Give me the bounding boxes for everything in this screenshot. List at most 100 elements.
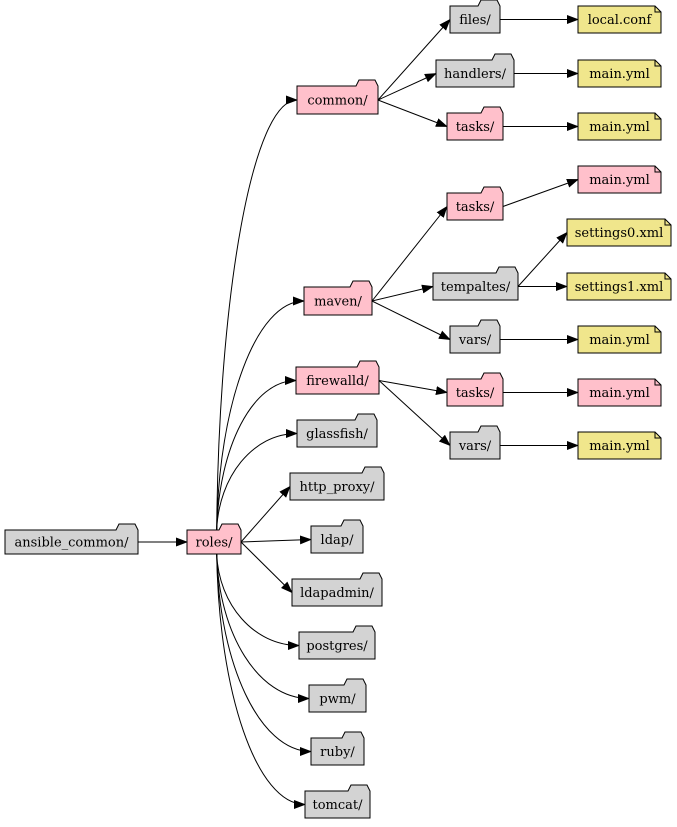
folder-icon [4,523,139,555]
node-label: tasks/ [456,200,495,215]
node-ldapadmin[interactable]: ldapadmin/ [291,572,383,607]
node-common[interactable]: common/ [296,79,379,115]
node-firewalld[interactable]: firewalld/ [295,360,380,395]
edge-common-to-common_files [377,18,451,101]
node-label: main.yml [589,386,650,401]
edges-layer [138,15,579,809]
edge-roles-to-glassfish [216,429,298,531]
node-label: roles/ [196,536,234,551]
edge-common-to-common_tasks [377,99,448,127]
node-firewalld-tasks-main[interactable]: main.yml [577,378,662,407]
edge-roles-to-firewalld [216,376,297,531]
edge-roles-to-pwm [216,553,310,703]
node-label: ldap/ [321,533,355,548]
node-label: firewalld/ [306,374,369,389]
folder-icon [296,413,378,448]
edge-common-to-common_handlers [377,73,437,101]
node-common-tasks-main[interactable]: main.yml [577,112,662,141]
edge-roles-to-tomcat [216,553,306,809]
file-fold-corner [654,113,661,120]
node-label: local.conf [588,13,653,28]
file-icon [577,325,662,354]
node-label: main.yml [589,120,650,135]
node-label: pwm/ [319,692,356,707]
file-icon [577,5,662,34]
folder-icon [296,79,379,115]
edge-roles-to-http_proxy [240,485,291,543]
folder-icon [432,266,519,301]
node-label: tempaltes/ [441,280,511,295]
node-postgres[interactable]: postgres/ [298,625,376,660]
folder-icon [449,425,501,460]
file-icon [577,378,662,407]
node-common-handlers[interactable]: handlers/ [435,53,515,88]
node-firewalld-tasks[interactable]: tasks/ [446,372,504,407]
node-label: vars/ [458,333,492,348]
node-maven-vars[interactable]: vars/ [449,319,501,354]
edge-roles-to-common [216,95,298,531]
node-http-proxy[interactable]: http_proxy/ [289,466,385,501]
edge-roles-to-ruby [216,553,312,756]
folder-icon [446,186,504,221]
file-fold-corner [654,6,661,13]
folder-icon [303,280,373,316]
node-label: main.yml [589,439,650,454]
node-label: main.yml [589,333,650,348]
node-firewalld-vars[interactable]: vars/ [449,425,501,460]
node-label: vars/ [458,439,492,454]
edge-roles-to-ldapadmin [240,541,293,594]
edge-roles-to-postgres [216,553,300,650]
folder-icon [308,678,367,713]
node-settings1[interactable]: settings1.xml [566,272,672,301]
node-common-tasks[interactable]: tasks/ [446,106,504,141]
node-roles[interactable]: roles/ [186,523,242,555]
file-fold-corner [664,219,671,226]
node-label: glassfish/ [306,427,368,442]
node-maven[interactable]: maven/ [303,280,373,316]
node-maven-tempaltes[interactable]: tempaltes/ [432,266,519,301]
node-label: http_proxy/ [299,480,375,495]
node-tomcat[interactable]: tomcat/ [304,784,371,819]
node-maven-tasks-main[interactable]: main.yml [577,165,662,194]
node-label: handlers/ [444,67,507,82]
node-common-handlers-main[interactable]: main.yml [577,59,662,88]
folder-icon [298,625,376,660]
node-settings0[interactable]: settings0.xml [566,218,672,247]
file-fold-corner [654,326,661,333]
edge-firewalld-to-firewalld_vars [378,380,451,447]
node-firewalld-vars-main[interactable]: main.yml [577,431,662,460]
folder-icon [186,523,242,555]
folder-icon [310,519,364,554]
edge-maven-to-maven_tempaltes [371,284,434,302]
node-label: main.yml [589,67,650,82]
node-label: ruby/ [320,745,355,760]
file-fold-corner [654,432,661,439]
node-ansible-common[interactable]: ansible_common/ [4,523,139,555]
node-label: ansible_common/ [15,536,130,551]
folder-icon [289,466,385,501]
node-label: settings1.xml [575,280,664,295]
edge-firewalld-to-firewalld_tasks [378,380,448,396]
folder-icon [291,572,383,607]
edge-roles-to-maven [216,296,305,531]
node-pwm[interactable]: pwm/ [308,678,367,713]
node-label: tasks/ [456,120,495,135]
node-label: main.yml [589,173,650,188]
file-icon [577,431,662,460]
node-local-conf[interactable]: local.conf [577,5,662,34]
node-label: postgres/ [306,639,368,654]
edge-maven_tasks-to-maven_tasks_main [502,178,579,207]
node-ldap[interactable]: ldap/ [310,519,364,554]
node-label: settings0.xml [575,226,664,241]
node-label: tasks/ [456,386,495,401]
folder-icon [310,731,365,766]
node-glassfish[interactable]: glassfish/ [296,413,378,448]
node-maven-vars-main[interactable]: main.yml [577,325,662,354]
node-ruby[interactable]: ruby/ [310,731,365,766]
file-fold-corner [654,379,661,386]
node-common-files[interactable]: files/ [449,0,501,34]
node-label: files/ [459,13,491,28]
edge-maven_tempaltes-to-settings0 [517,231,568,287]
node-maven-tasks[interactable]: tasks/ [446,186,504,221]
